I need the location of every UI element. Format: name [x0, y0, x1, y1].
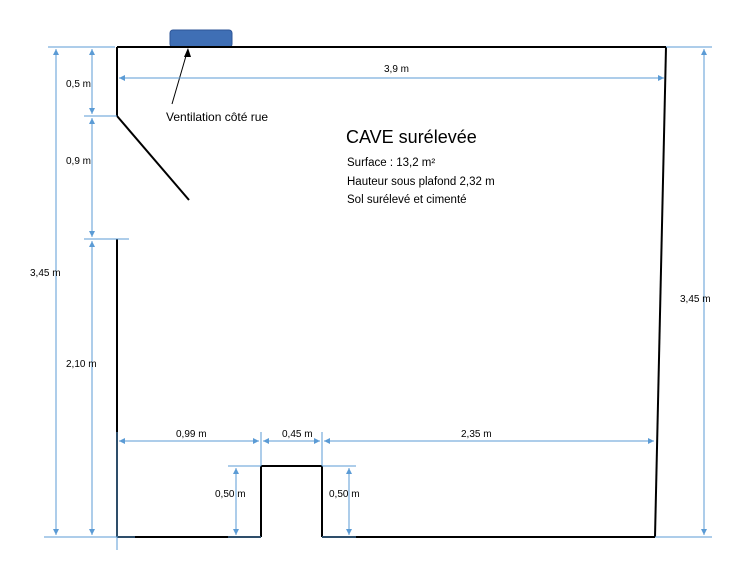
arrow	[89, 241, 95, 247]
arrow	[89, 231, 95, 237]
arrow	[89, 108, 95, 114]
arrow	[89, 529, 95, 535]
dim-label-bottom-left-width: 0,99 m	[176, 429, 207, 440]
room-surface: Surface : 13,2 m²	[347, 157, 435, 169]
arrow	[346, 529, 352, 535]
wall-window-diagonal	[116, 115, 190, 201]
room-title: CAVE surélevée	[346, 127, 477, 147]
dim-label-top-width: 3,9 m	[384, 64, 409, 75]
dim-label-right-total: 3,45 m	[680, 294, 711, 305]
arrow	[119, 75, 125, 81]
dim-label-left-window-segment: 0,9 m	[66, 156, 91, 167]
dim-label-bottom-opening-width: 0,45 m	[282, 429, 313, 440]
dim-label-left-total: 3,45 m	[30, 268, 61, 279]
dimension-labels: 3,9 m 0,5 m 0,9 m 3,45 m 2,10 m 3,45 m 0…	[30, 64, 711, 500]
room-description: CAVE surélevée Surface : 13,2 m² Hauteur…	[346, 127, 495, 206]
arrow	[119, 438, 125, 444]
ventilation-vent	[169, 29, 233, 48]
ventilation-pointer-arrowhead	[184, 48, 191, 57]
arrow	[53, 529, 59, 535]
arrow	[314, 438, 320, 444]
arrow	[53, 49, 59, 55]
dim-label-left-top-segment: 0,5 m	[66, 79, 91, 90]
ventilation-label: Ventilation côté rue	[166, 110, 268, 124]
room-floor: Sol surélevé et cimenté	[347, 194, 467, 206]
walls	[116, 46, 667, 538]
dimension-lines	[44, 46, 712, 550]
arrow	[701, 529, 707, 535]
arrow	[658, 75, 664, 81]
dim-label-left-lower-segment: 2,10 m	[66, 359, 97, 370]
dim-label-notch-right-height: 0,50 m	[329, 489, 360, 500]
arrow	[346, 468, 352, 474]
arrow	[253, 438, 259, 444]
arrow	[89, 118, 95, 124]
arrow	[324, 438, 330, 444]
arrow	[233, 468, 239, 474]
dim-label-notch-left-height: 0,50 m	[215, 489, 246, 500]
arrow	[233, 529, 239, 535]
arrow	[263, 438, 269, 444]
dim-label-bottom-right-width: 2,35 m	[461, 429, 492, 440]
wall-right	[654, 46, 667, 538]
arrow	[648, 438, 654, 444]
room-ceiling-height: Hauteur sous plafond 2,32 m	[347, 176, 495, 188]
arrow	[89, 49, 95, 55]
ventilation-pointer-line	[171, 48, 189, 105]
arrow	[701, 49, 707, 55]
